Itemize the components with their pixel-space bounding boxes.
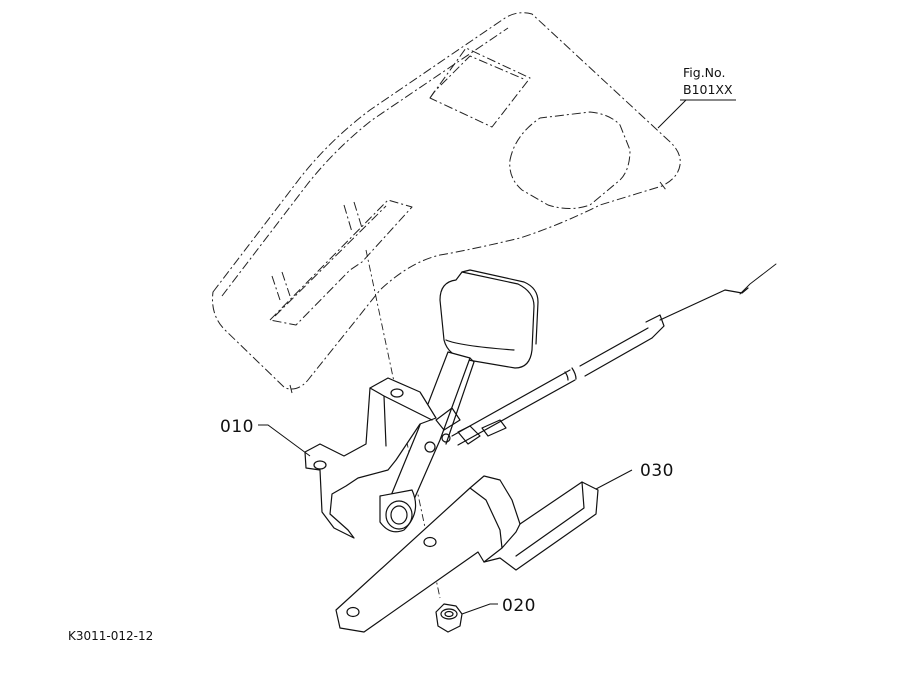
fig-no-value: B101XX (683, 82, 733, 97)
leader-020 (461, 603, 498, 615)
part-label-020: 020 (502, 596, 536, 616)
throttle-cable (451, 263, 777, 446)
accelerator-pedal-arm (389, 269, 539, 505)
leader-fig-no (657, 99, 736, 129)
hex-nut-020 (435, 603, 463, 633)
leader-030 (595, 469, 633, 490)
part-label-010: 010 (220, 417, 254, 437)
part-label-030: 030 (640, 461, 674, 481)
floor-plate-030 (335, 475, 599, 633)
floor-panel-phantom (212, 12, 681, 394)
pedal-bracket-010 (304, 377, 461, 539)
leader-010 (258, 424, 311, 457)
fig-no-label: Fig.No. (683, 65, 725, 80)
drawing-code: K3011-012-12 (68, 629, 153, 643)
